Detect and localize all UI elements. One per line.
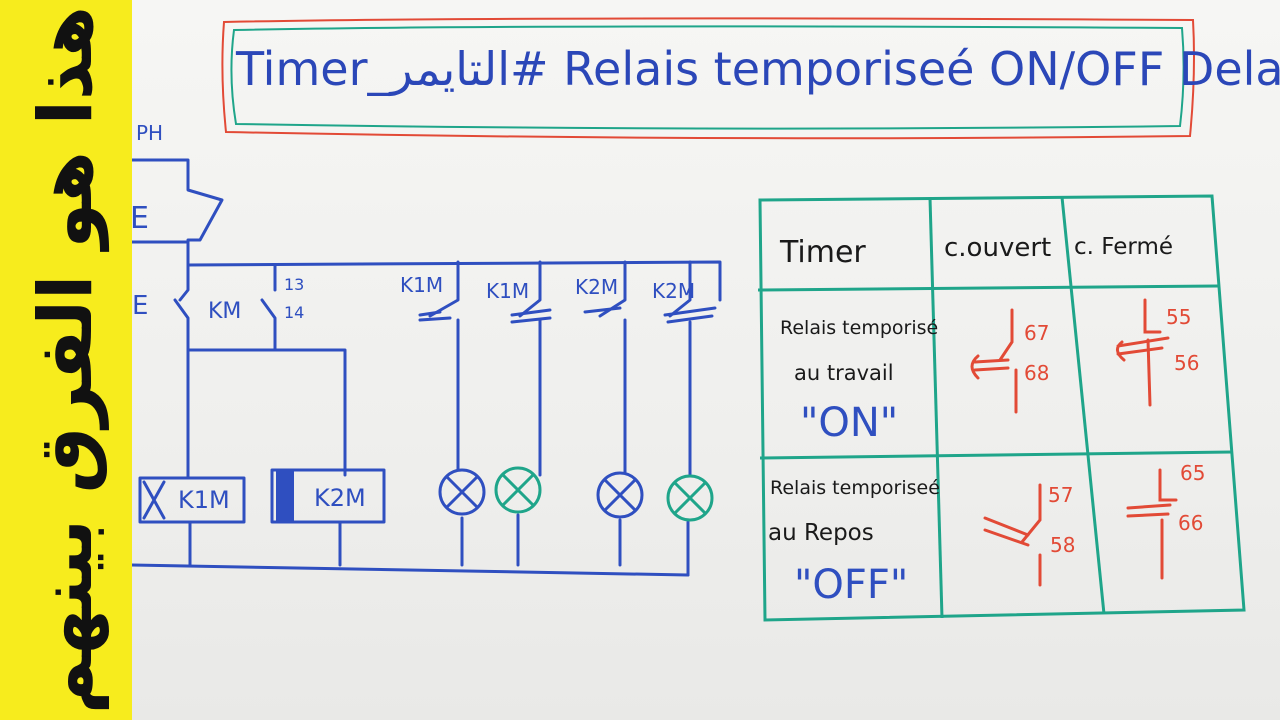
on-nc-contact-icon — [1116, 298, 1170, 407]
row-off-line1: Relais temporiseé — [770, 477, 940, 499]
lamp-4-icon — [666, 474, 714, 522]
off-no-contact-icon — [983, 483, 1042, 587]
e-label: E — [130, 201, 149, 236]
on-nc-num-1: 55 — [1166, 305, 1191, 329]
lamp-1-icon — [438, 468, 486, 516]
contact-13-label: 13 — [284, 275, 304, 294]
lamps — [438, 466, 714, 522]
row-on-mode: "ON" — [800, 400, 898, 446]
on-no-num-1: 67 — [1024, 321, 1049, 345]
off-nc-num-2: 66 — [1178, 511, 1203, 535]
k2m-contact-a-label: K2M — [575, 275, 618, 299]
k2m-contact-b-label: K2M — [652, 279, 695, 303]
title-frame — [221, 17, 1195, 140]
off-nc-num-1: 65 — [1180, 461, 1205, 485]
on-no-num-2: 68 — [1024, 361, 1049, 385]
row-on-line1: Relais temporisé — [780, 317, 938, 339]
k2m-coil-fill — [276, 471, 294, 521]
ph-label: PH — [136, 121, 163, 145]
header-timer: Timer — [779, 235, 866, 270]
on-nc-num-2: 56 — [1174, 351, 1199, 375]
page-title: Timer_التايمر# Relais temporiseé ON/OFF … — [236, 42, 1280, 96]
lamp-3-icon — [596, 471, 644, 519]
off-no-num-1: 57 — [1048, 483, 1073, 507]
k1m-contact-a-label: K1M — [400, 273, 443, 297]
circuit-wiring — [130, 158, 722, 577]
contact-14-label: 14 — [284, 303, 304, 322]
banner-text: هذا هو الفرق بينهم — [23, 5, 109, 715]
off-no-num-2: 58 — [1050, 533, 1075, 557]
contact-symbols — [970, 298, 1178, 587]
header-c-ferme: c. Fermé — [1074, 234, 1173, 260]
off-nc-contact-icon — [1126, 468, 1178, 580]
header-c-ouvert: c.ouvert — [944, 233, 1051, 263]
row-off-mode: "OFF" — [794, 562, 908, 608]
row-off-line2: au Repos — [768, 520, 874, 546]
row-on-line2: au travail — [794, 361, 894, 385]
e-switch-label: E — [132, 291, 148, 321]
on-no-contact-icon — [970, 308, 1018, 414]
k1m-contact-b-label: K1M — [486, 279, 529, 303]
timer-table-grid — [757, 194, 1246, 622]
coil-k2m-label: K2M — [314, 484, 366, 512]
lamp-2-icon — [494, 466, 542, 514]
coil-k1m-label: K1M — [178, 486, 230, 514]
arabic-side-banner: هذا هو الفرق بينهم — [0, 0, 132, 720]
km-contact-label: KM — [208, 299, 241, 324]
